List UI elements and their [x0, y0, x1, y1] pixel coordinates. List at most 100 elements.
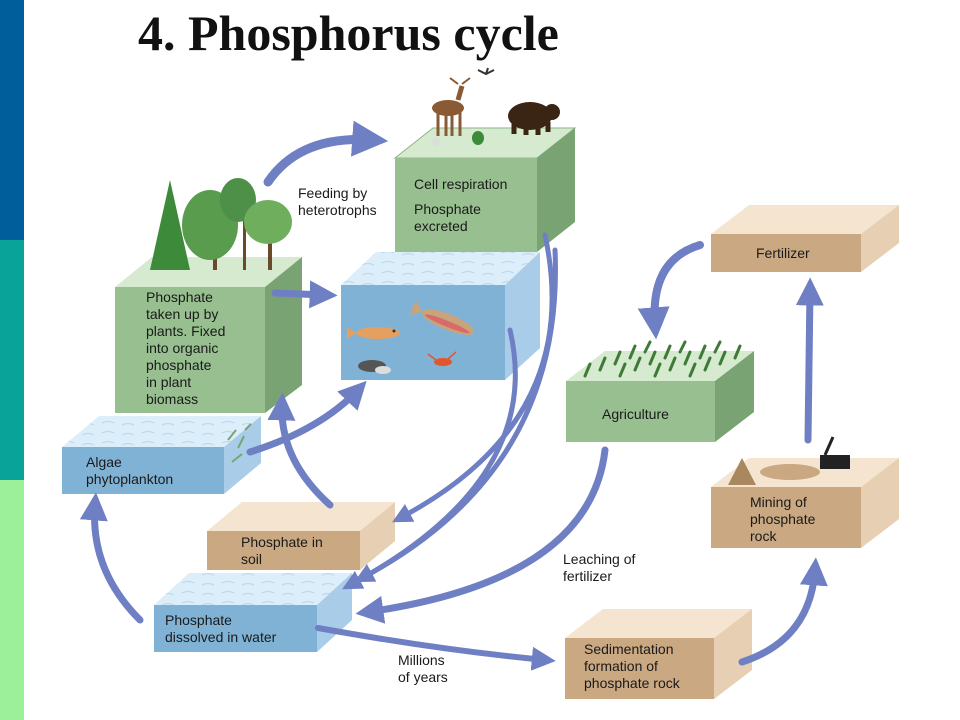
cell-respiration-box: Cell respiration Phosphate excreted: [393, 127, 577, 252]
plants-line6: in plant: [146, 374, 191, 390]
svg-text:Mining of: Mining of: [750, 494, 807, 510]
fertilizer-box: Fertilizer: [711, 205, 899, 272]
shrub-icon: [472, 131, 484, 145]
svg-text:Phosphate: Phosphate: [165, 612, 232, 628]
cycle-arrows: [79, 120, 828, 671]
svg-text:rock: rock: [750, 528, 777, 544]
svg-text:Millions: Millions: [398, 652, 445, 668]
fish-icon: [347, 327, 400, 339]
plants-line2: taken up by: [146, 306, 218, 322]
sidebar-bar-blue: [0, 0, 24, 240]
arrow-water-to-algae: [79, 492, 144, 624]
deer-icon: [432, 77, 471, 136]
mine-pit-icon: [728, 436, 850, 485]
svg-text:Phosphate: Phosphate: [146, 289, 213, 305]
algae-line1: Algae: [86, 454, 122, 470]
svg-text:in plant: in plant: [146, 374, 191, 390]
millions-line1: Millions: [398, 652, 445, 668]
trout-icon: [409, 300, 475, 335]
mining-line1: Mining of: [750, 494, 807, 510]
svg-text:formation of: formation of: [584, 658, 658, 674]
arrow-fertilizer-to-agriculture: [637, 241, 704, 340]
bear-icon: [508, 102, 560, 135]
sedimentation-line2: formation of: [584, 658, 658, 674]
sedimentation-line3: phosphate rock: [584, 675, 681, 691]
mining-line3: rock: [750, 528, 777, 544]
fertilizer-label: Fertilizer: [756, 245, 810, 261]
plants-box: Phosphate taken up by plants. Fixed into…: [115, 257, 302, 413]
millions-line2: of years: [398, 669, 448, 685]
dissolved-box: Phosphate dissolved in water: [154, 573, 352, 652]
trees-icon: [150, 178, 292, 270]
svg-text:Cell respiration: Cell respiration: [414, 176, 507, 192]
svg-text:Algae: Algae: [86, 454, 122, 470]
svg-text:Agriculture: Agriculture: [602, 406, 669, 422]
aquatic-animals-box: [341, 252, 540, 380]
svg-text:phosphate rock: phosphate rock: [584, 675, 681, 691]
svg-text:of years: of years: [398, 669, 448, 685]
svg-text:Leaching of: Leaching of: [563, 551, 636, 567]
arrow-respiration-to-soil: [392, 232, 555, 523]
svg-text:Phosphate: Phosphate: [414, 201, 481, 217]
dissolved-line1: Phosphate: [165, 612, 232, 628]
page-title: 4. Phosphorus cycle: [138, 5, 559, 61]
svg-text:phosphate: phosphate: [146, 357, 212, 373]
agriculture-box: Agriculture: [566, 340, 754, 442]
algae-box: Algae phytoplankton: [62, 416, 261, 494]
svg-text:soil: soil: [241, 551, 262, 567]
svg-text:plants. Fixed: plants. Fixed: [146, 323, 225, 339]
crops-icon: [583, 340, 742, 378]
plants-line1: Phosphate: [146, 289, 213, 305]
feeding-line1: Feeding by: [298, 185, 367, 201]
arrow-leaching: [355, 446, 609, 624]
soil-box: Phosphate in soil: [207, 502, 395, 570]
arrow-mining-to-fertilizer: [795, 277, 824, 444]
svg-text:heterotrophs: heterotrophs: [298, 202, 377, 218]
phytoplankton-icon: [227, 423, 252, 463]
dissolved-line2: dissolved in water: [165, 629, 277, 645]
leaching-line2: fertilizer: [563, 568, 612, 584]
leaching-line1: Leaching of: [563, 551, 636, 567]
svg-text:phytoplankton: phytoplankton: [86, 471, 173, 487]
arrow-sediment-to-mining: [738, 557, 828, 666]
sedimentation-line1: Sedimentation: [584, 641, 674, 657]
sidebar-bar-lightgreen: [0, 480, 24, 720]
plants-line5: phosphate: [146, 357, 212, 373]
svg-text:taken up by: taken up by: [146, 306, 218, 322]
arrow-plants-to-water: [271, 280, 338, 309]
arrow-feeding: [263, 120, 389, 187]
svg-text:Sedimentation: Sedimentation: [584, 641, 674, 657]
svg-text:biomass: biomass: [146, 391, 198, 407]
shrimp-icon: [427, 351, 457, 366]
rabbit-icon: [432, 138, 440, 146]
algae-line2: phytoplankton: [86, 471, 173, 487]
svg-text:excreted: excreted: [414, 218, 468, 234]
arrow-animals-to-water: [342, 327, 518, 590]
rocks-icon: [358, 360, 391, 374]
svg-text:Fertilizer: Fertilizer: [756, 245, 810, 261]
svg-text:dissolved in water: dissolved in water: [165, 629, 277, 645]
feeding-line2: heterotrophs: [298, 202, 377, 218]
plants-line3: plants. Fixed: [146, 323, 225, 339]
svg-text:into organic: into organic: [146, 340, 218, 356]
svg-text:Phosphate in: Phosphate in: [241, 534, 323, 550]
svg-text:phosphate: phosphate: [750, 511, 816, 527]
plants-line7: biomass: [146, 391, 198, 407]
arrow-algae-to-animals: [246, 380, 367, 456]
agriculture-label: Agriculture: [602, 406, 669, 422]
svg-text:Feeding by: Feeding by: [298, 185, 367, 201]
mining-box: Mining of phosphate rock: [711, 436, 899, 548]
arrow-soil-to-plants: [267, 392, 334, 509]
plants-line4: into organic: [146, 340, 218, 356]
bird-icon: [477, 67, 495, 76]
sedimentation-box: Sedimentation formation of phosphate roc…: [565, 609, 752, 699]
cell-respiration-line1: Cell respiration: [414, 176, 507, 192]
soil-line2: soil: [241, 551, 262, 567]
svg-text:fertilizer: fertilizer: [563, 568, 612, 584]
sidebar-bar-teal: [0, 240, 24, 480]
mining-line2: phosphate: [750, 511, 816, 527]
cell-respiration-line2: Phosphate: [414, 201, 481, 217]
cell-respiration-line3: excreted: [414, 218, 468, 234]
soil-line1: Phosphate in: [241, 534, 323, 550]
